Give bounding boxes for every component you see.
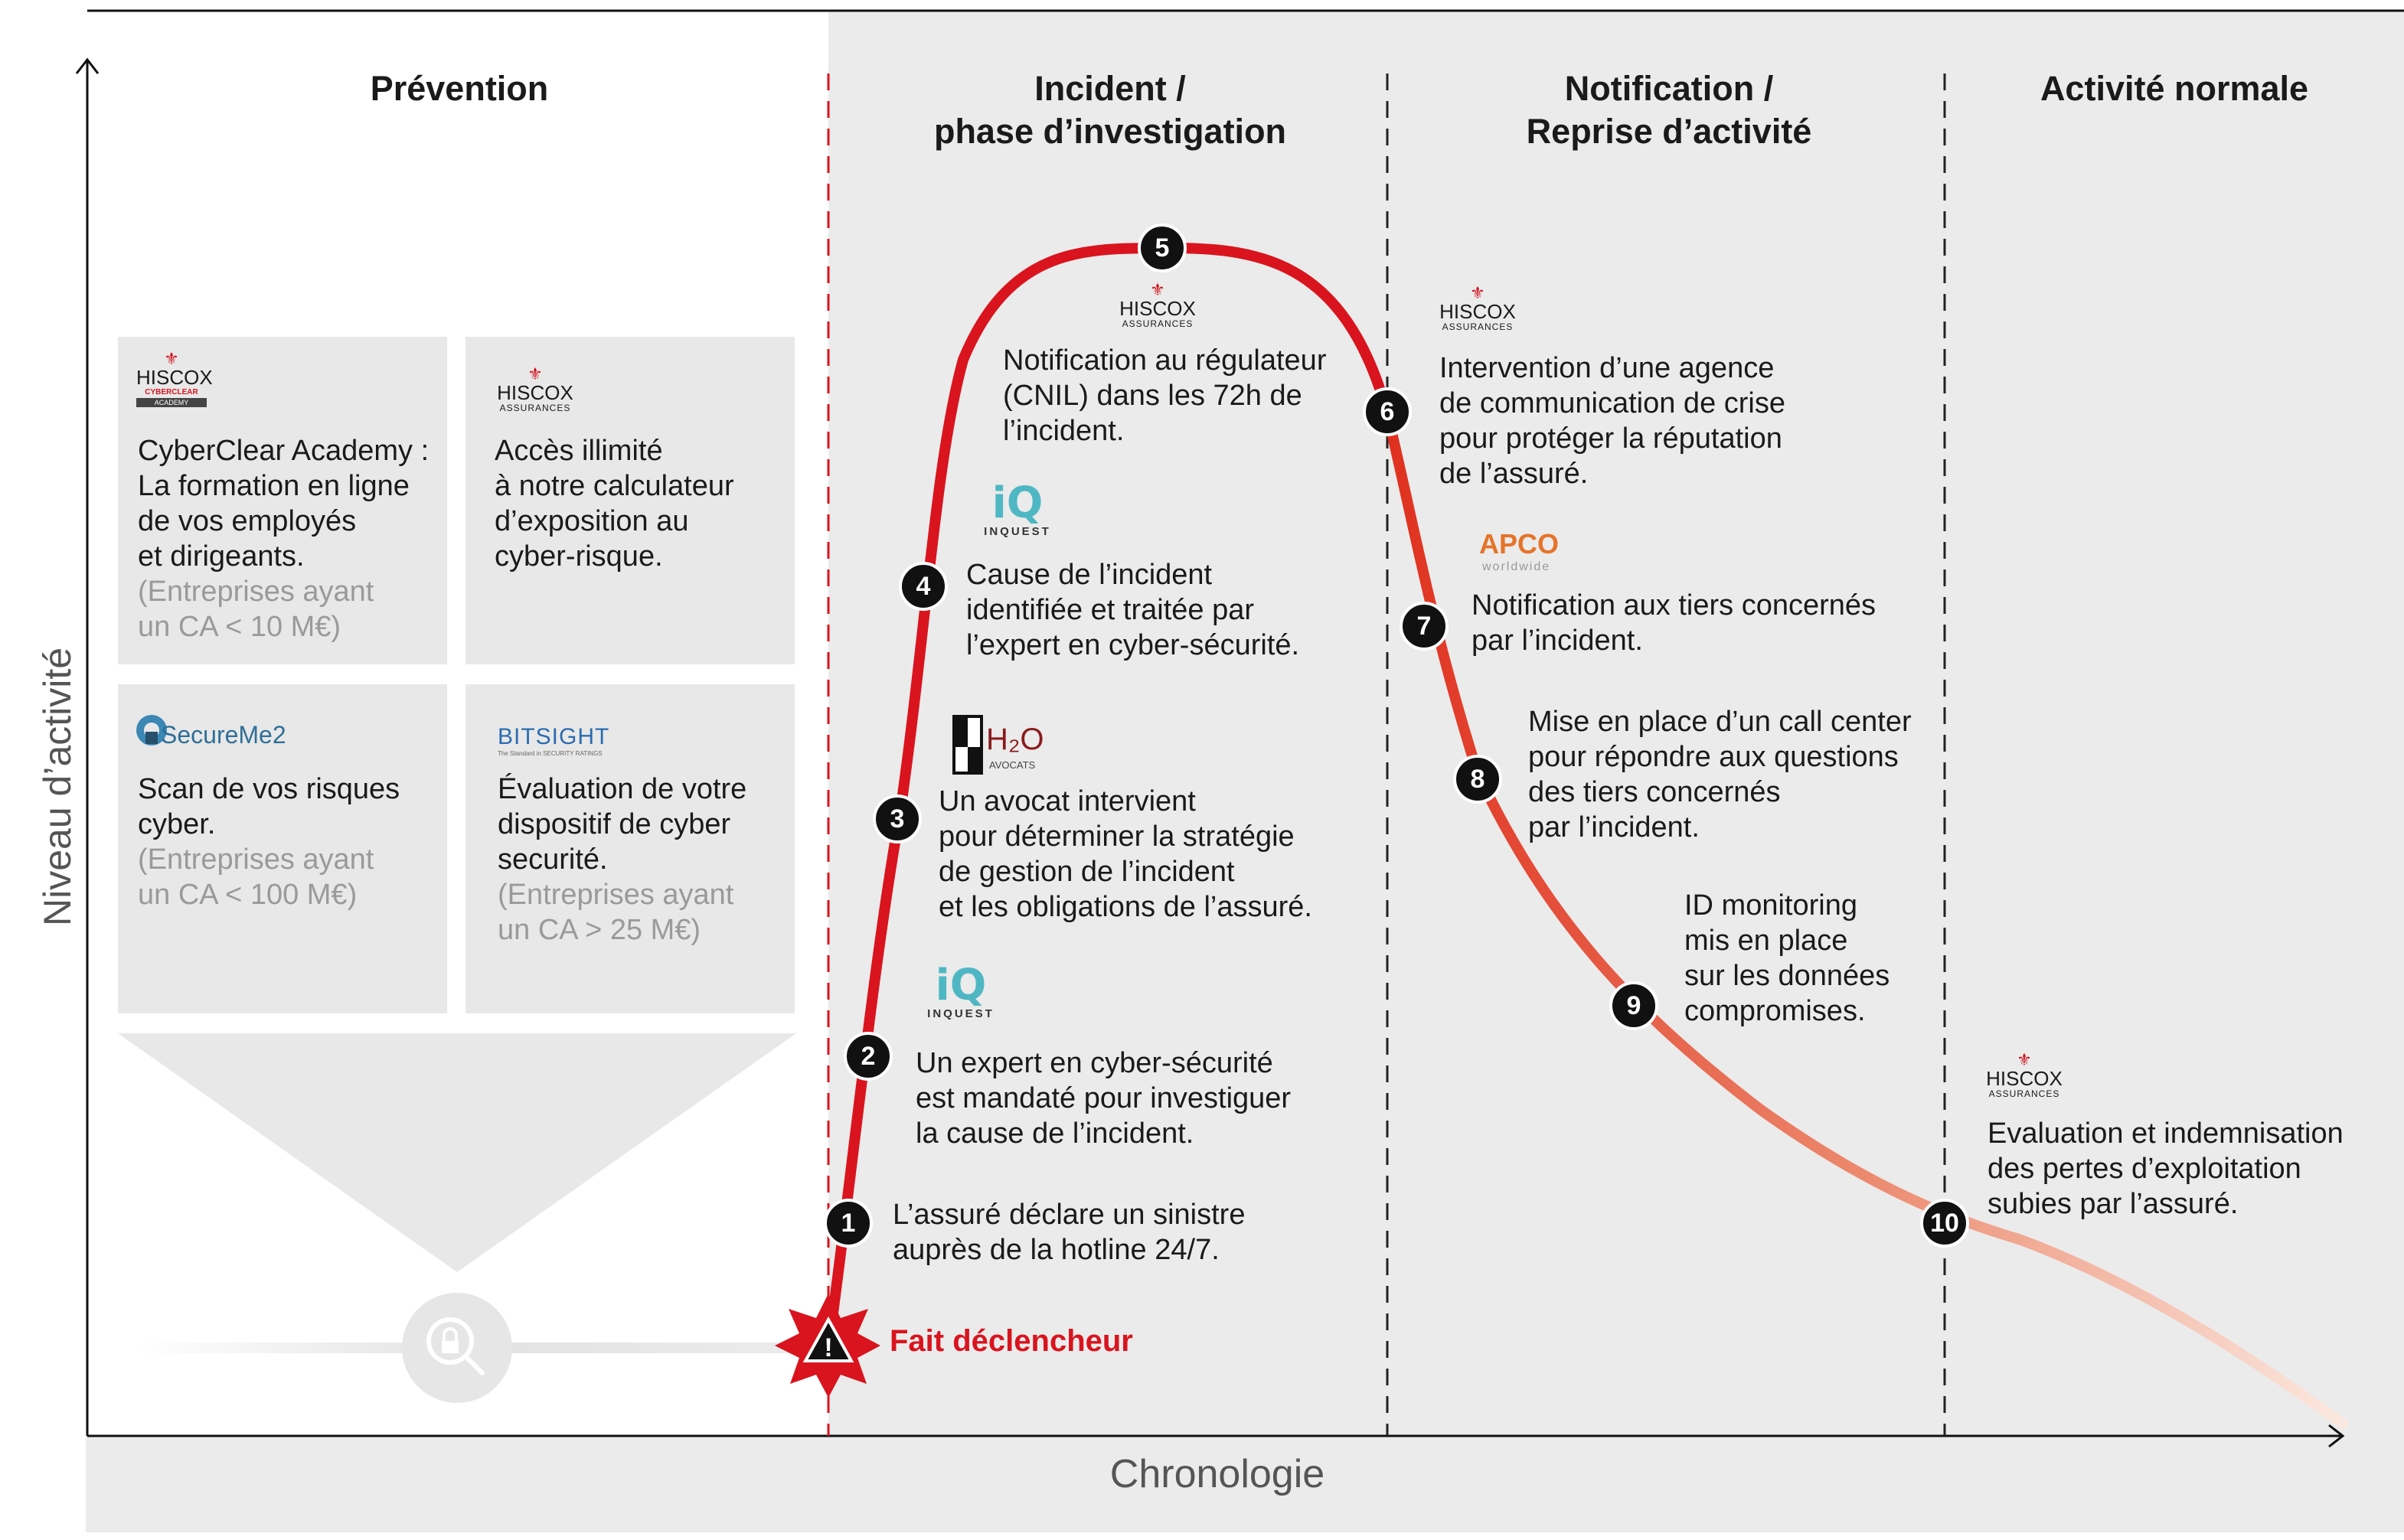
step-marker-6: 6 — [1363, 387, 1412, 436]
step-5-text: Notification au régulateur (CNIL) dans l… — [1003, 344, 1327, 447]
step-marker-2: 2 — [844, 1032, 893, 1081]
prevention-funnel — [118, 1033, 796, 1272]
h2o-avocats-logo: H₂O AVOCATS — [952, 715, 1052, 776]
step-1-text: L’assuré déclare un sinistre auprès de l… — [893, 1199, 1246, 1266]
hiscox-logo: ⚜ HISCOX ASSURANCES — [1432, 283, 1524, 333]
trigger-label: Fait déclencheur — [890, 1324, 1133, 1358]
inquest-mark: iQ — [991, 478, 1044, 528]
y-axis-arrow — [75, 57, 100, 74]
step-marker-7: 7 — [1400, 602, 1449, 651]
secureme2-logo: SecureMe2 — [135, 712, 334, 758]
step-2-text: Un expert en cyber-sécurité est mandaté … — [916, 1047, 1292, 1150]
prevention-card-secureme2: SecureMe2 Scan de vos risques cyber.(Ent… — [118, 684, 447, 1013]
step-marker-8: 8 — [1453, 755, 1502, 804]
prevention-card-cyberclear: ⚜ HISCOX CYBERCLEAR ACADEMY CyberClear A… — [118, 337, 447, 664]
x-axis-arrow — [2328, 1424, 2345, 1448]
y-axis-label: Niveau d’activité — [36, 647, 79, 926]
inquest-mark: iQ — [935, 961, 987, 1010]
apco-logo: APCO worldwide — [1479, 528, 1560, 573]
search-lock-icon — [426, 1317, 485, 1375]
step-4-text: Cause de l’incident identifiée et traité… — [966, 559, 1300, 661]
step-7-text: Notification aux tiers concernés par l’i… — [1471, 589, 1876, 657]
phase-title-prevention: Prévention — [370, 69, 549, 108]
step-8-text: Mise en place d’un call center pour répo… — [1528, 706, 1912, 843]
inquest-logo: iQ INQUEST — [919, 961, 1003, 1021]
card-text: CyberClear Academy : La formation en lig… — [138, 435, 430, 643]
hiscox-logo: ⚜ HISCOX ASSURANCES — [493, 364, 577, 414]
phase-title-notification: Notification / Reprise d’activité — [1526, 69, 1812, 151]
hiscox-fleur-icon: ⚜ — [2017, 1050, 2032, 1069]
hiscox-cyberclear-logo: ⚜ HISCOX CYBERCLEAR ACADEMY — [136, 349, 213, 407]
phase-title-normal: Activité normale — [2040, 69, 2309, 108]
card-text: Accès illimité à notre calculateur d’exp… — [495, 435, 734, 573]
x-axis-band — [86, 1436, 2404, 1532]
hiscox-fleur-icon: ⚜ — [1150, 280, 1165, 299]
warning-icon — [802, 1316, 854, 1362]
step-marker-5: 5 — [1138, 223, 1187, 272]
activity-curve-decline — [1382, 408, 2348, 1429]
hiscox-logo: ⚜ HISCOX ASSURANCES — [1978, 1050, 2070, 1100]
hiscox-logo: ⚜ HISCOX ASSURANCES — [1112, 280, 1204, 330]
activity-curve-rise — [823, 242, 1393, 1352]
inquest-logo: iQ INQUEST — [975, 478, 1060, 539]
shield-icon — [136, 715, 167, 746]
phase-title-incident: Incident / phase d’investigation — [933, 69, 1287, 151]
step-10-text: Evaluation et indemnisation des pertes d… — [1988, 1117, 2344, 1220]
card-text: Scan de vos risques cyber.(Entreprises a… — [138, 773, 400, 911]
step-marker-9: 9 — [1609, 981, 1658, 1030]
prevention-card-bitsight: BITSIGHT The Standard in SECURITY RATING… — [465, 684, 795, 1013]
h2o-emblem-icon — [952, 715, 983, 775]
step-3-text: Un avocat intervient pour déterminer la … — [939, 785, 1312, 923]
step-marker-1: 1 — [824, 1199, 873, 1248]
step-marker-3: 3 — [873, 794, 922, 843]
hiscox-fleur-icon: ⚜ — [1470, 283, 1485, 302]
warning-mark: ! — [824, 1333, 832, 1362]
bitsight-logo: BITSIGHT The Standard in SECURITY RATING… — [498, 724, 610, 757]
step-6-text: Intervention d’une agence de communicati… — [1439, 352, 1785, 490]
hiscox-fleur-icon: ⚜ — [164, 349, 179, 368]
x-axis-label: Chronologie — [1109, 1452, 1325, 1496]
hiscox-fleur-icon: ⚜ — [528, 364, 543, 383]
step-marker-4: 4 — [899, 562, 948, 611]
card-text: Évaluation de votre dispositif de cyber … — [498, 773, 747, 946]
step-9-text: ID monitoring mis en place sur les donné… — [1684, 889, 1890, 1027]
prevention-card-calculator: ⚜ HISCOX ASSURANCES Accès illimité à not… — [465, 337, 795, 664]
step-marker-10: 10 — [1920, 1199, 1969, 1248]
